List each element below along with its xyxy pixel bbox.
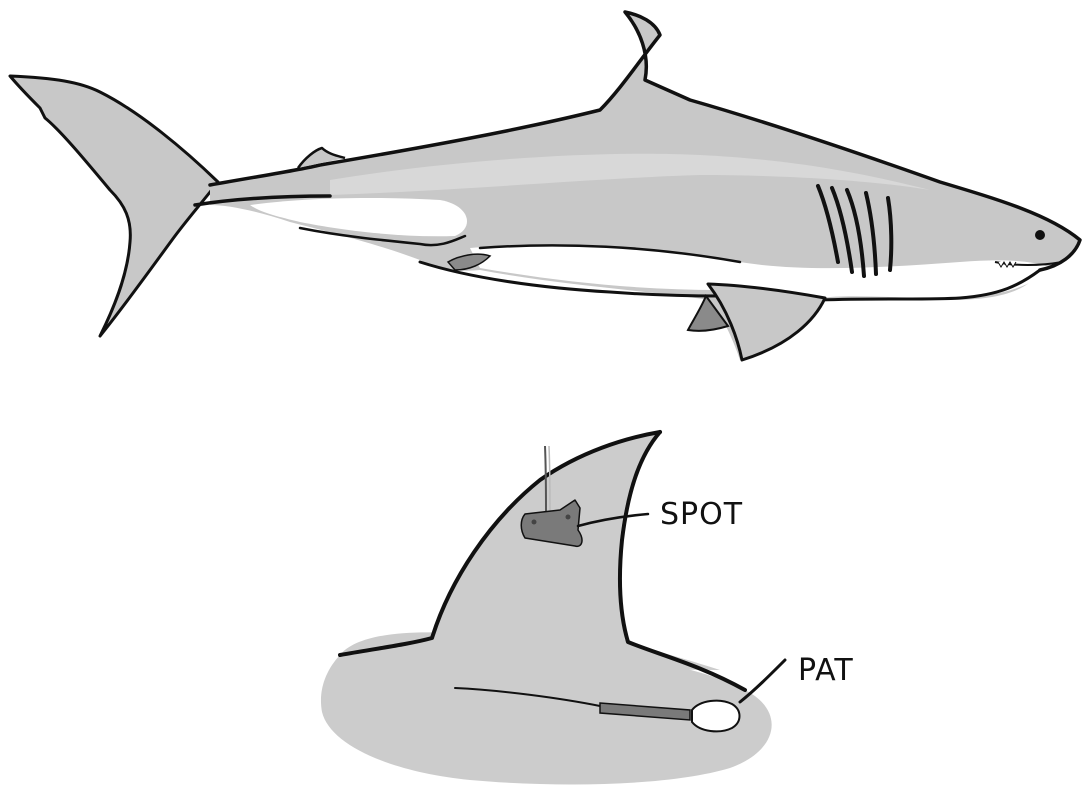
pat-label: PAT bbox=[798, 653, 854, 688]
shark-teeth bbox=[998, 262, 1016, 267]
dorsal-fin-closeup: SPOT PAT bbox=[321, 432, 854, 784]
spot-label: SPOT bbox=[660, 497, 743, 532]
spot-tag-bolt bbox=[566, 515, 571, 520]
caudal-fin bbox=[10, 76, 218, 336]
pat-leader-line bbox=[740, 660, 785, 702]
flank-patch bbox=[250, 198, 467, 236]
pat-tag-float bbox=[692, 701, 740, 732]
spot-tag-antenna bbox=[545, 446, 546, 512]
spot-tag-bolt bbox=[532, 520, 537, 525]
shark-side-view bbox=[10, 12, 1080, 360]
shark-eye bbox=[1035, 230, 1045, 240]
